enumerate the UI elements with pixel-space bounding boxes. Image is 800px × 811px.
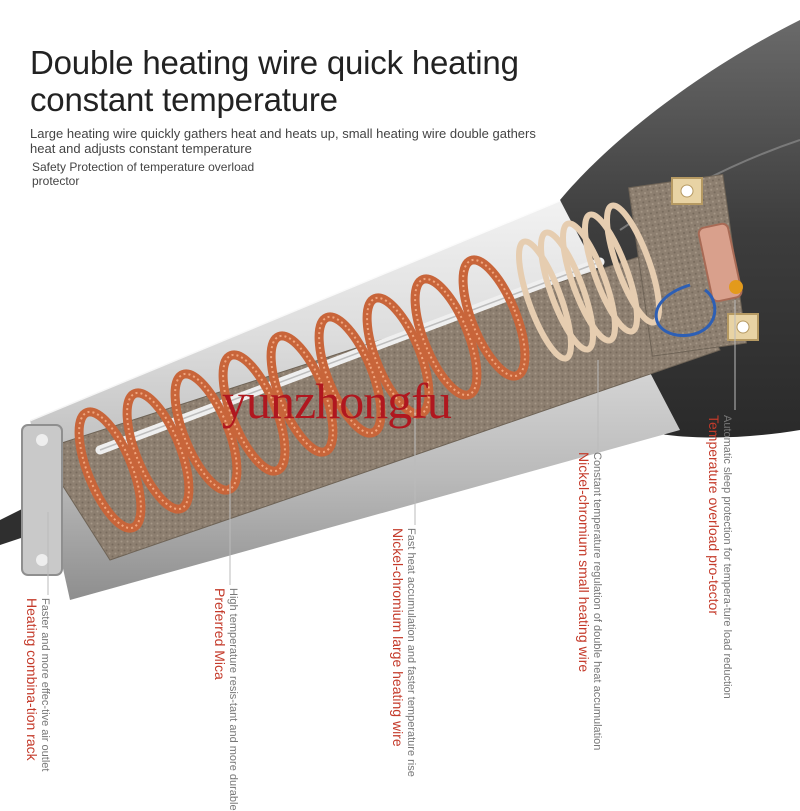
coil-highlight	[126, 391, 190, 511]
label-mica: High temperature resis-tant and more dur…	[212, 588, 239, 811]
label-protector: Automatic sleep protection for tempera-t…	[706, 415, 733, 699]
headline-line2: constant temperature	[30, 81, 338, 118]
safety-note: Safety Protection of temperature overloa…	[32, 160, 255, 188]
small-coil-loop	[582, 211, 640, 335]
label-small-wire: Constant temperature regulation of doubl…	[576, 452, 603, 751]
small-heating-coil	[516, 202, 662, 362]
small-coil-loop	[560, 220, 618, 344]
large-heating-coil	[74, 255, 530, 533]
small-coil-loop	[604, 202, 662, 326]
coil-highlight	[318, 315, 382, 435]
label-heating-rack: Faster and more effec-tive air outlet He…	[24, 598, 51, 788]
label-small-wire-title: Nickel-chromium small heating wire	[576, 452, 592, 673]
watermark: yunzhongfu	[222, 373, 452, 429]
label-large-wire-desc: Fast heat accumulation and faster temper…	[405, 528, 417, 777]
coil-highlight	[462, 258, 526, 378]
heating-rack-plate	[21, 424, 63, 576]
coil-highlight	[366, 296, 430, 416]
overload-protector	[654, 177, 759, 341]
label-heating-rack-title: Heating combina-tion rack	[24, 598, 40, 761]
label-large-wire-title: Nickel-chromium large heating wire	[390, 528, 406, 747]
label-mica-title: Preferred Mica	[212, 588, 228, 680]
label-protector-title: Temperature overload pro-tector	[706, 415, 722, 615]
coil-loop	[170, 369, 242, 495]
label-mica-desc: High temperature resis-tant and more dur…	[227, 588, 239, 811]
coil-highlight	[78, 410, 142, 530]
leader-lines	[47, 300, 736, 595]
label-small-wire-desc: Constant temperature regulation of doubl…	[591, 452, 603, 751]
coil-highlight	[414, 277, 478, 397]
headline-line1: Double heating wire quick heating	[30, 44, 519, 81]
coil-highlight	[270, 334, 334, 454]
small-coil-loop	[538, 229, 596, 353]
label-protector-desc: Automatic sleep protection for tempera-t…	[721, 415, 733, 699]
label-heating-rack-desc: Faster and more effec-tive air outlet	[39, 598, 51, 772]
coil-highlight	[222, 353, 286, 473]
headline: Double heating wire quick heating consta…	[30, 44, 519, 118]
small-coil-loop	[516, 238, 574, 362]
subtitle: Large heating wire quickly gathers heat …	[30, 126, 536, 156]
label-large-wire: Fast heat accumulation and faster temper…	[390, 528, 417, 777]
